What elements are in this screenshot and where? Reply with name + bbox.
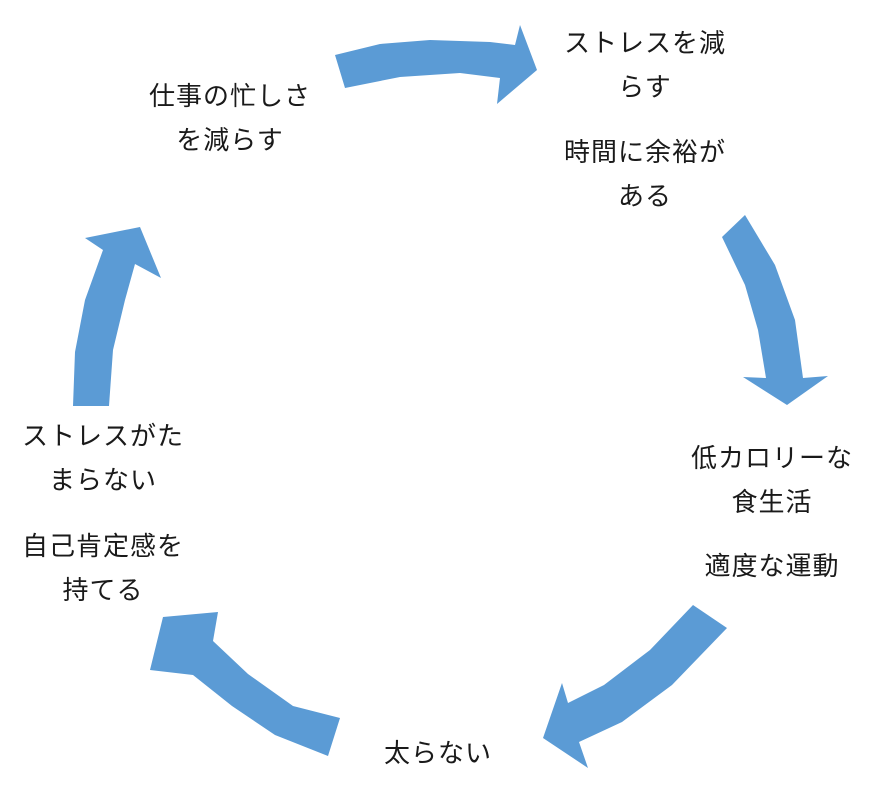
node-left-selfesteem: 自己肯定感を 持てる xyxy=(21,532,184,606)
arrow-bottom-right xyxy=(543,605,727,768)
node-bottom: 太らない xyxy=(383,739,492,769)
arrow-right xyxy=(722,215,828,405)
node-right-diet: 低カロリーな 食生活 xyxy=(690,444,853,518)
node-top-right-stress: ストレスを減 らす xyxy=(563,29,726,103)
node-left-stress: ストレスがた まらない xyxy=(21,422,184,496)
arrow-bottom-left xyxy=(150,612,340,756)
arrow-top xyxy=(335,25,537,104)
arrow-left xyxy=(73,227,161,406)
node-right-exercise: 適度な運動 xyxy=(704,552,840,582)
node-top-left: 仕事の忙しさ を減らす xyxy=(148,82,311,156)
node-top-right-time: 時間に余裕が ある xyxy=(563,138,726,212)
